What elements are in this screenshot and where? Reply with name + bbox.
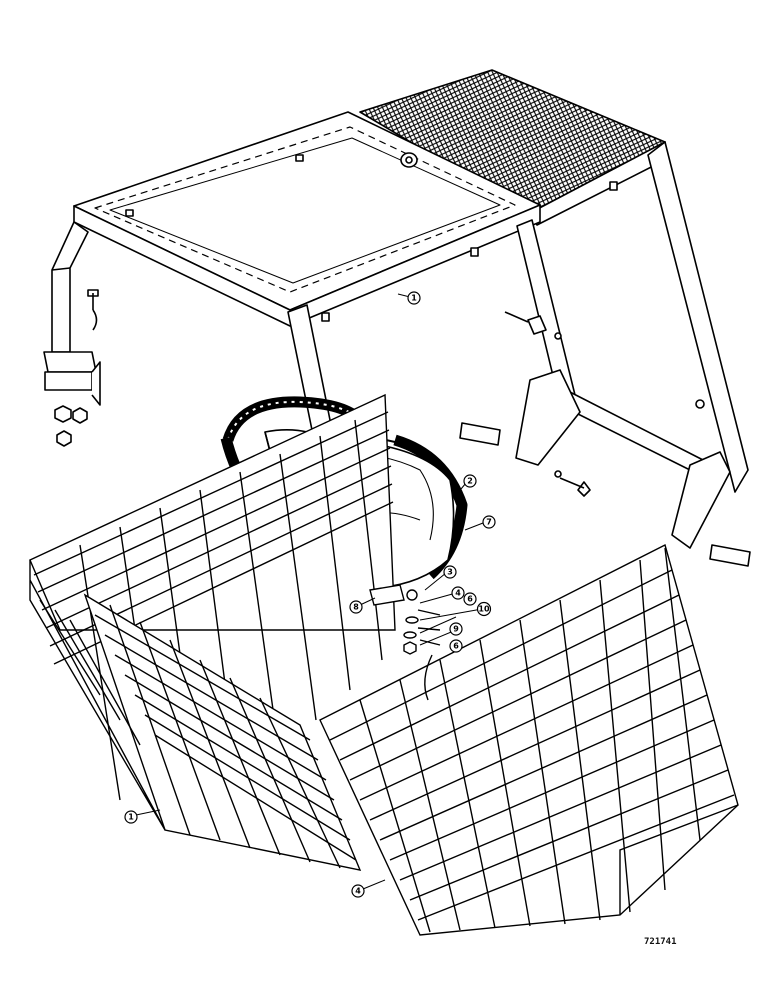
svg-text:8: 8: [353, 603, 359, 612]
seat-mount-hardware: [369, 584, 441, 701]
callout-rear-screen: 4: [351, 884, 365, 898]
svg-text:6: 6: [467, 595, 473, 604]
svg-text:9: 9: [453, 625, 459, 634]
right-screen: [319, 543, 739, 936]
callout-bolt-a: 3: [443, 565, 457, 579]
roof-canopy: [73, 69, 666, 327]
callout-leaders: [135, 293, 484, 890]
callout-markers: 1 2 7 3 4 6 10 9: [124, 291, 496, 898]
svg-text:4: 4: [455, 589, 461, 598]
callout-seat-belt: 2: [463, 474, 477, 488]
callout-nut-a: 6: [463, 592, 477, 606]
callout-washer-b: 10: [476, 601, 492, 617]
callout-washer-a: 4: [451, 586, 465, 600]
callout-roof-frame: 1: [407, 291, 421, 305]
figure-number: 721741: [644, 937, 677, 947]
svg-text:2: 2: [467, 477, 473, 486]
svg-text:10: 10: [478, 605, 490, 614]
svg-text:4: 4: [355, 887, 361, 896]
svg-text:1: 1: [128, 813, 134, 822]
callout-seat: 7: [482, 515, 496, 529]
svg-text:6: 6: [453, 642, 459, 651]
rops-posts: [43, 141, 751, 567]
svg-text:7: 7: [486, 518, 492, 527]
svg-text:3: 3: [447, 568, 453, 577]
svg-text:1: 1: [411, 294, 417, 303]
side-screens: [29, 393, 739, 936]
callout-nut-b: 6: [449, 639, 463, 653]
callout-bracket-nut: 8: [349, 600, 363, 614]
callout-lockwasher: 9: [449, 622, 463, 636]
callout-side-screen: 1: [124, 810, 138, 824]
